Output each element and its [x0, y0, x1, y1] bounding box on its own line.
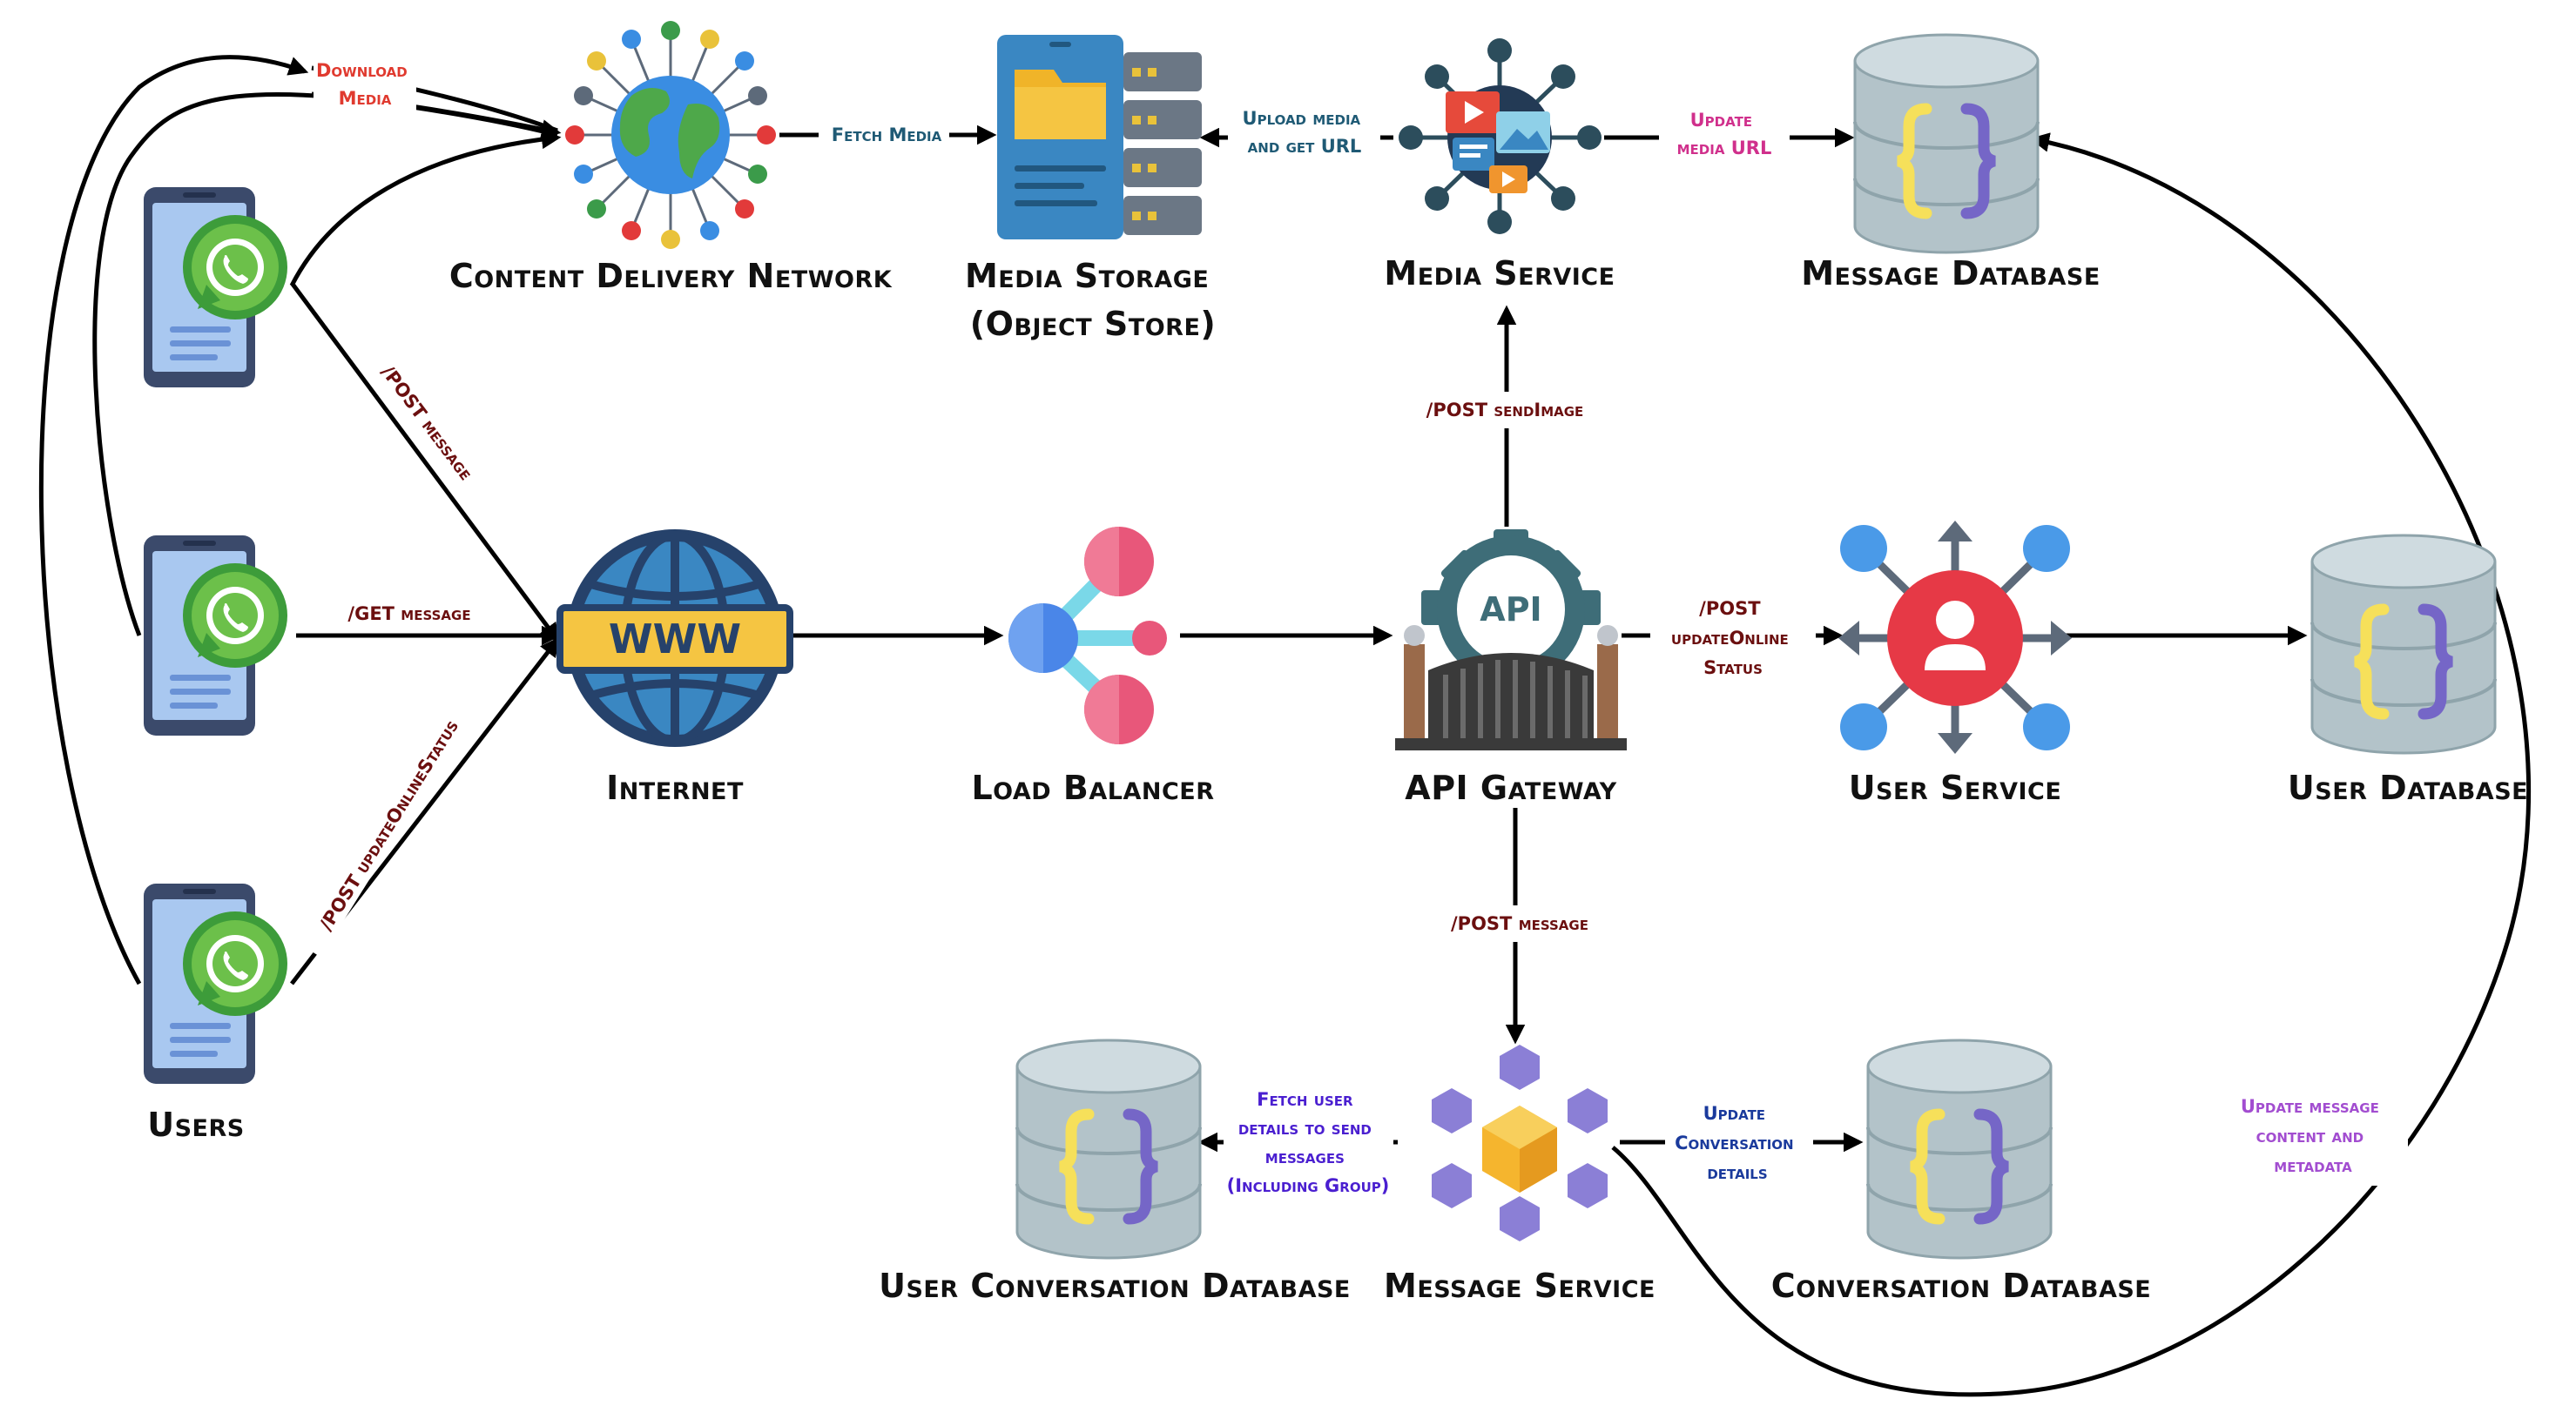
node-label-user-conversation-database: User Conversation Database [879, 1267, 1351, 1305]
media-storage-node: Media Storage (Object Store) [965, 35, 1221, 343]
database-icon [1017, 1040, 1200, 1258]
phone-icon [144, 535, 287, 736]
cdn-node: Content Delivery Network [449, 21, 893, 295]
edge-label-update-conversation: Update Conversation details [1675, 1103, 1800, 1183]
phone-icon [144, 884, 287, 1084]
database-icon [2312, 535, 2495, 753]
node-label-media-storage: Media Storage (Object Store) [965, 257, 1221, 343]
user-network-icon [1838, 521, 2072, 754]
node-label-load-balancer: Load Balancer [971, 769, 1214, 807]
edge-label-update-media-url: Update media URL [1677, 110, 1772, 158]
edge-label-post-update-online-user: /POST updateOnlineStatus [315, 716, 462, 935]
edge-label-update-message-content: Update message content and metadata [2241, 1096, 2385, 1176]
edge-label-upload-media: Upload media and get URL [1243, 108, 1367, 157]
edge-label-post-send-image: /POST sendImage [1426, 400, 1584, 420]
conversation-database-node: Conversation Database [1771, 1040, 2151, 1305]
edge-label-post-message-gw: /POST message [1451, 913, 1588, 934]
media-service-node: Media Service [1384, 38, 1615, 293]
database-icon [1868, 1040, 2051, 1258]
phone-icon [144, 187, 287, 387]
load-balancer-node: Load Balancer [971, 527, 1214, 807]
globe-network-icon [565, 21, 776, 249]
node-label-user-service: User Service [1849, 769, 2062, 807]
api-text: API [1480, 590, 1541, 629]
cubes-icon [1432, 1045, 1608, 1241]
node-label-message-database: Message Database [1801, 254, 2101, 293]
server-folder-icon [997, 35, 1202, 239]
edge-download-media-phone1 [289, 129, 562, 287]
message-database-node: Message Database [1801, 35, 2101, 293]
api-gateway-node: API API Gateway [1395, 529, 1627, 807]
edge-labels: Download Media Fetch Media Upload media … [297, 52, 2408, 1206]
node-label-user-database: User Database [2288, 769, 2528, 807]
node-label-conversation-database: Conversation Database [1771, 1267, 2151, 1305]
node-label-api-gateway: API Gateway [1405, 769, 1616, 807]
database-icon [1855, 35, 2038, 252]
www-text: WWW [609, 615, 741, 662]
edge-label-get-message: /GET message [347, 603, 470, 624]
node-label-message-service: Message Service [1384, 1267, 1656, 1305]
users-node: Users [144, 187, 287, 1144]
edge-update-message-content [1611, 132, 2531, 1397]
api-gate-icon: API [1395, 529, 1627, 750]
internet-node: WWW Internet [556, 529, 793, 807]
load-balancer-icon [1008, 527, 1167, 744]
edge-label-fetch-media: Fetch Media [832, 124, 942, 145]
user-conversation-database-node: User Conversation Database [879, 1040, 1351, 1305]
edge-label-download-media: Download Media [316, 60, 414, 109]
node-label-media-service: Media Service [1384, 254, 1615, 293]
www-globe-icon: WWW [556, 529, 793, 747]
user-service-node: User Service [1838, 521, 2072, 807]
edge-download-media-top [38, 55, 309, 985]
edge-post-message-user [289, 281, 560, 643]
media-network-icon [1399, 38, 1602, 234]
node-label-internet: Internet [606, 769, 744, 807]
edge-label-post-update-online-gw: /POST updateOnline Status [1671, 598, 1795, 678]
message-service-node: Message Service [1384, 1045, 1656, 1305]
node-label-users: Users [147, 1106, 244, 1144]
edge-label-fetch-user-details: Fetch user details to send messages (Inc… [1227, 1089, 1390, 1196]
user-database-node: User Database [2288, 535, 2528, 807]
node-label-cdn: Content Delivery Network [449, 257, 893, 295]
